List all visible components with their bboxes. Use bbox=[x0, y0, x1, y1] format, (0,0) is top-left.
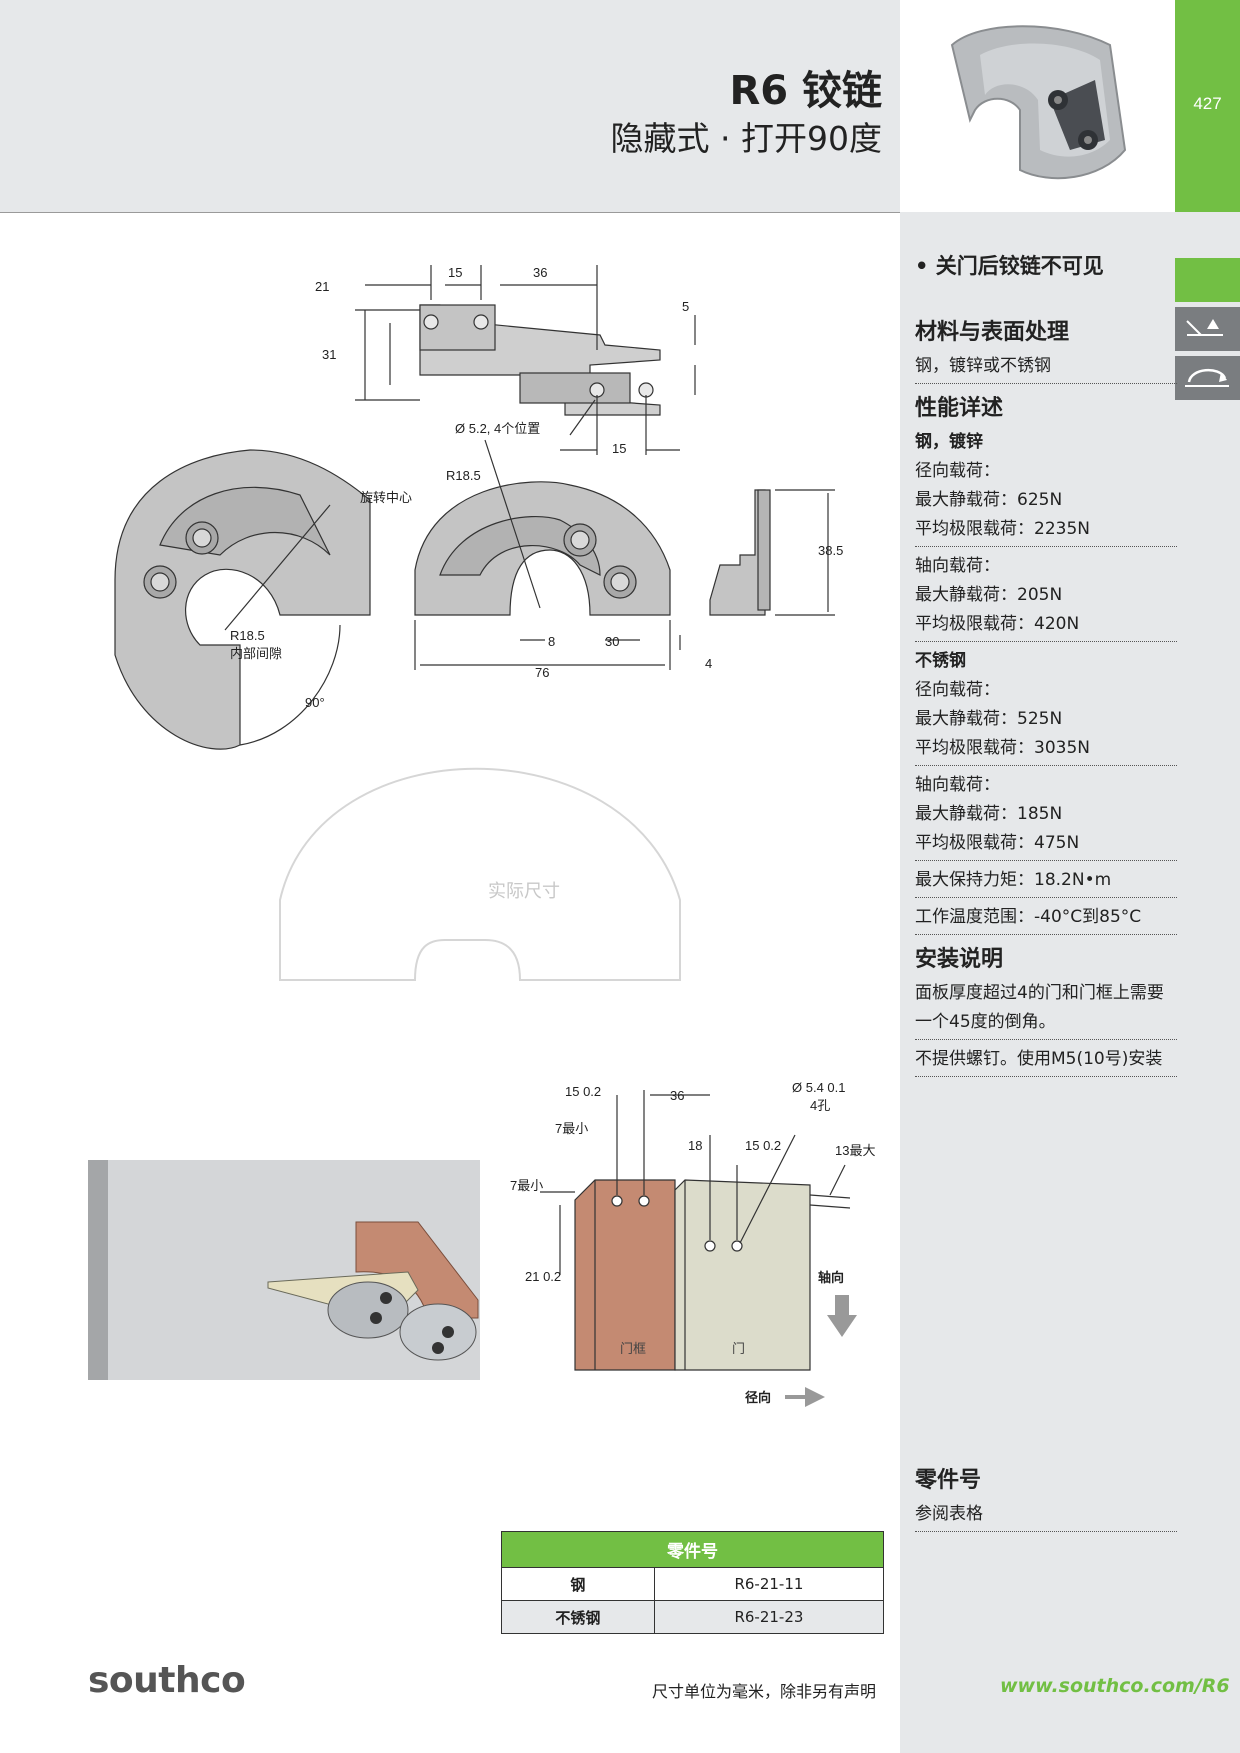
dim-31: 31 bbox=[322, 347, 336, 362]
dim-30: 30 bbox=[605, 634, 619, 649]
feature-bullet: • 关门后铰链不可见 bbox=[915, 254, 1104, 278]
mount-dim-15b: 15 0.2 bbox=[745, 1138, 781, 1153]
hinge-drawing: 21 15 36 5 31 Ø 5.2, 4个位置 15 R18.5 旋转中心 … bbox=[114, 265, 843, 981]
rotation-icon bbox=[1175, 356, 1240, 400]
rotation-center-label: 旋转中心 bbox=[360, 490, 412, 505]
load-static: 最大静载荷：205N bbox=[915, 585, 1063, 605]
dim-38-5: 38.5 bbox=[818, 543, 843, 558]
spec-content: • 关门后铰链不可见 材料与表面处理 钢，镀锌或不锈钢 性能详述 钢，镀锌 径向… bbox=[915, 250, 1177, 1082]
load-label: 轴向载荷： bbox=[915, 775, 1000, 795]
parts-table: 零件号 钢 R6-21-11 不锈钢 R6-21-23 bbox=[501, 1531, 885, 1634]
mount-dim-21: 21 0.2 bbox=[525, 1269, 561, 1284]
table-row: 不锈钢 R6-21-23 bbox=[501, 1600, 885, 1634]
install-text-2: 不提供螺钉。使用M5(10号)安装 bbox=[915, 1045, 1177, 1077]
frame-label: 门框 bbox=[620, 1341, 646, 1356]
part-title: 零件号 bbox=[915, 1468, 982, 1493]
mount-dim-15: 15 0.2 bbox=[565, 1084, 601, 1099]
mount-min-7b: 7最小 bbox=[510, 1178, 543, 1193]
website-link[interactable]: www.southco.com/R6 bbox=[1000, 1675, 1230, 1697]
category-tab-active bbox=[1175, 258, 1240, 302]
finish-icon bbox=[1175, 307, 1240, 351]
performance-title: 性能详述 bbox=[915, 396, 1004, 421]
page-title: R6 铰链 bbox=[729, 68, 882, 114]
load-ultimate: 平均极限载荷：3035N bbox=[915, 738, 1090, 758]
temperature-text: 工作温度范围：-40°C到85°C bbox=[915, 903, 1177, 935]
table-row: 钢 R6-21-11 bbox=[501, 1567, 885, 1601]
dim-36: 36 bbox=[533, 265, 547, 280]
radius-label-b: R18.5 bbox=[230, 628, 265, 643]
install-title: 安装说明 bbox=[915, 947, 1004, 972]
radius-label: R18.5 bbox=[446, 468, 481, 483]
load-label: 径向载荷： bbox=[915, 461, 1000, 481]
mount-max-13: 13最大 bbox=[835, 1143, 875, 1158]
part-text: 参阅表格 bbox=[915, 1500, 1177, 1532]
mounting-diagram: 15 0.2 36 Ø 5.4 0.1 4孔 7最小 18 15 0.2 13最… bbox=[510, 1080, 875, 1407]
page-tab bbox=[1175, 0, 1240, 212]
units-note: 尺寸单位为毫米，除非另有声明 bbox=[652, 1682, 877, 1701]
dim-76: 76 bbox=[535, 665, 549, 680]
page-subtitle: 隐藏式 · 打开90度 bbox=[610, 119, 882, 158]
actual-size-label: 实际尺寸 bbox=[488, 881, 560, 901]
mount-dim-36: 36 bbox=[670, 1088, 684, 1103]
install-text-1: 面板厚度超过4的门和门框上需要一个45度的倒角。 bbox=[915, 979, 1177, 1040]
dim-5: 5 bbox=[682, 299, 689, 314]
mount-min-7a: 7最小 bbox=[555, 1121, 588, 1136]
door-label: 门 bbox=[732, 1341, 745, 1356]
mount-hole-count: 4孔 bbox=[810, 1098, 830, 1113]
axial-label: 轴向 bbox=[818, 1270, 844, 1285]
steel-radial: 径向载荷： 最大静载荷：625N 平均极限载荷：2235N bbox=[915, 457, 1177, 547]
inner-gap-label: 内部间隙 bbox=[230, 646, 282, 661]
material-cell: 钢 bbox=[501, 1567, 655, 1601]
load-ultimate: 平均极限载荷：475N bbox=[915, 833, 1080, 853]
load-static: 最大静载荷：525N bbox=[915, 709, 1063, 729]
feature-text: 关门后铰链不可见 bbox=[935, 254, 1104, 278]
part-cell: R6-21-23 bbox=[653, 1600, 885, 1634]
stainless-title: 不锈钢 bbox=[915, 651, 966, 671]
steel-axial: 轴向载荷： 最大静载荷：205N 平均极限载荷：420N bbox=[915, 552, 1177, 642]
parts-table-header: 零件号 bbox=[501, 1531, 884, 1568]
hinge-render bbox=[88, 1160, 480, 1380]
part-cell: R6-21-11 bbox=[653, 1567, 885, 1601]
brand-logo: southco bbox=[88, 1660, 246, 1701]
header-band bbox=[0, 0, 900, 213]
load-static: 最大静载荷：625N bbox=[915, 490, 1063, 510]
mount-hole: Ø 5.4 0.1 bbox=[792, 1080, 845, 1095]
part-number-block: 零件号 参阅表格 bbox=[915, 1456, 1177, 1537]
spec-sidebar bbox=[900, 212, 1240, 1753]
material-cell: 不锈钢 bbox=[501, 1600, 655, 1634]
dim-15: 15 bbox=[448, 265, 462, 280]
load-static: 最大静载荷：185N bbox=[915, 804, 1063, 824]
dim-4: 4 bbox=[705, 656, 712, 671]
load-ultimate: 平均极限载荷：2235N bbox=[915, 519, 1090, 539]
radial-label: 径向 bbox=[745, 1390, 771, 1405]
materials-text: 钢，镀锌或不锈钢 bbox=[915, 352, 1177, 384]
dim-8: 8 bbox=[548, 634, 555, 649]
load-label: 径向载荷： bbox=[915, 680, 1000, 700]
dim-15b: 15 bbox=[612, 441, 626, 456]
hole-callout: Ø 5.2, 4个位置 bbox=[455, 421, 540, 436]
angle-label: 90° bbox=[305, 695, 325, 710]
materials-title: 材料与表面处理 bbox=[915, 320, 1070, 345]
load-ultimate: 平均极限载荷：420N bbox=[915, 614, 1080, 634]
steel-title: 钢，镀锌 bbox=[915, 432, 983, 452]
ss-radial: 径向载荷： 最大静载荷：525N 平均极限载荷：3035N bbox=[915, 676, 1177, 766]
mount-dim-18: 18 bbox=[688, 1138, 702, 1153]
load-label: 轴向载荷： bbox=[915, 556, 1000, 576]
ss-axial: 轴向载荷： 最大静载荷：185N 平均极限载荷：475N bbox=[915, 771, 1177, 861]
page-number: 427 bbox=[1193, 94, 1222, 113]
torque-text: 最大保持力矩：18.2N•m bbox=[915, 866, 1177, 898]
dim-21: 21 bbox=[315, 279, 329, 294]
product-photo bbox=[900, 0, 1175, 212]
